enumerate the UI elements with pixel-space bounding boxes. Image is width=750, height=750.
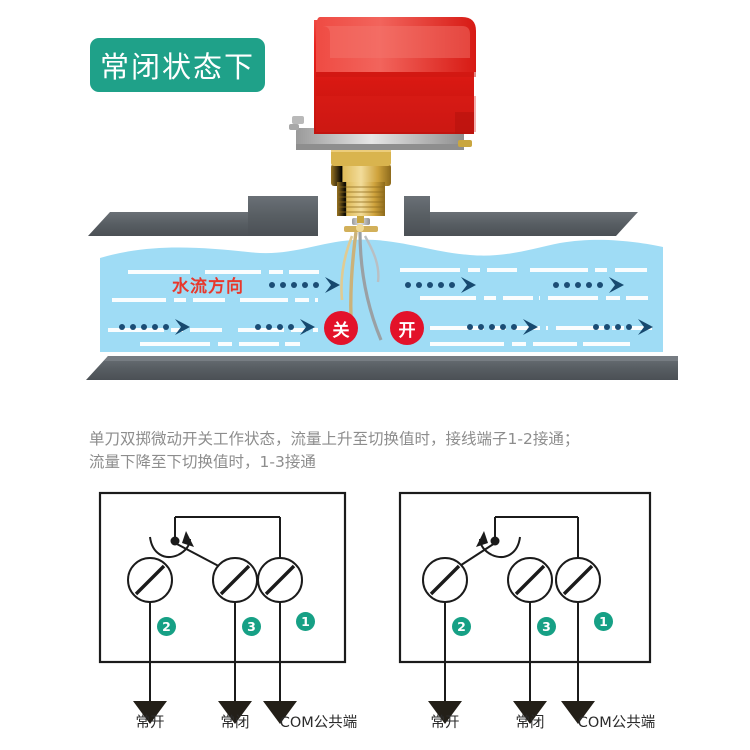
pipe-wall-top-left — [88, 212, 248, 236]
description-text: 单刀双掷微动开关工作状态，流量上升至切换值时，接线端子1-2接通； 流量下降至下… — [89, 428, 669, 474]
terminal-number-label: 3 — [247, 619, 256, 634]
terminal-number-1-right: 1 — [594, 612, 613, 631]
terminal-label-com-right: COM公共端 — [577, 715, 656, 731]
schematic-right — [398, 491, 652, 724]
terminal-number-label: 3 — [542, 619, 551, 634]
state-badge-open: 开 — [390, 311, 424, 345]
state-badge-closed-label: 关 — [332, 320, 350, 341]
terminal-number-2-left: 2 — [157, 617, 176, 636]
wiring-schematics — [98, 491, 652, 724]
schematic-left — [98, 491, 347, 724]
brass-fitting — [331, 146, 391, 216]
terminal-number-label: 1 — [599, 614, 608, 629]
terminal-screw — [127, 557, 173, 705]
terminal-label-no-right: 常开 — [430, 715, 460, 731]
terminal-label-nc-right: 常闭 — [515, 715, 545, 731]
status-badge: 常闭状态下 — [90, 38, 265, 92]
flow-arrow — [119, 319, 190, 335]
terminal-label-nc-left: 常闭 — [220, 715, 250, 731]
flow-direction-label: 水流方向 — [172, 277, 244, 297]
terminal-label-no-left: 常开 — [135, 715, 165, 731]
flow-arrow — [593, 319, 653, 335]
description-line-2: 流量下降至下切换值时，1-3接通 — [89, 453, 316, 471]
terminal-screw — [555, 557, 601, 705]
water-body — [100, 239, 663, 352]
flow-arrow-group — [119, 277, 653, 335]
flow-switch-illustration — [86, 17, 678, 380]
terminal-screw — [422, 557, 468, 705]
terminal-number-3-right: 3 — [537, 617, 556, 636]
flow-arrow — [467, 319, 538, 335]
pipe-wall-top-right — [430, 212, 638, 236]
terminal-label-com-left: COM公共端 — [279, 715, 358, 731]
terminal-number-label: 2 — [457, 619, 466, 634]
state-badge-open-label: 开 — [398, 320, 416, 341]
terminal-screw — [507, 557, 553, 705]
state-badge-closed: 关 — [324, 311, 358, 345]
output-arrow — [133, 701, 297, 724]
red-housing — [314, 17, 476, 134]
flow-arrow — [405, 277, 476, 293]
output-arrow — [428, 701, 595, 724]
terminal-screw — [257, 557, 303, 705]
flow-arrow — [255, 319, 315, 335]
terminal-number-2-right: 2 — [452, 617, 471, 636]
terminal-number-label: 1 — [301, 614, 310, 629]
flow-arrow — [553, 277, 624, 293]
terminal-number-label: 2 — [162, 619, 171, 634]
terminal-number-3-left: 3 — [242, 617, 261, 636]
pipe-riser-right — [404, 196, 430, 236]
pipe-riser-left — [248, 196, 318, 236]
terminal-number-1-left: 1 — [296, 612, 315, 631]
status-badge-label: 常闭状态下 — [99, 50, 255, 84]
description-line-1: 单刀双掷微动开关工作状态，流量上升至切换值时，接线端子1-2接通； — [89, 430, 580, 448]
terminal-screw — [212, 557, 258, 705]
pipe-wall-bottom — [86, 356, 678, 380]
flow-arrow — [269, 277, 340, 293]
